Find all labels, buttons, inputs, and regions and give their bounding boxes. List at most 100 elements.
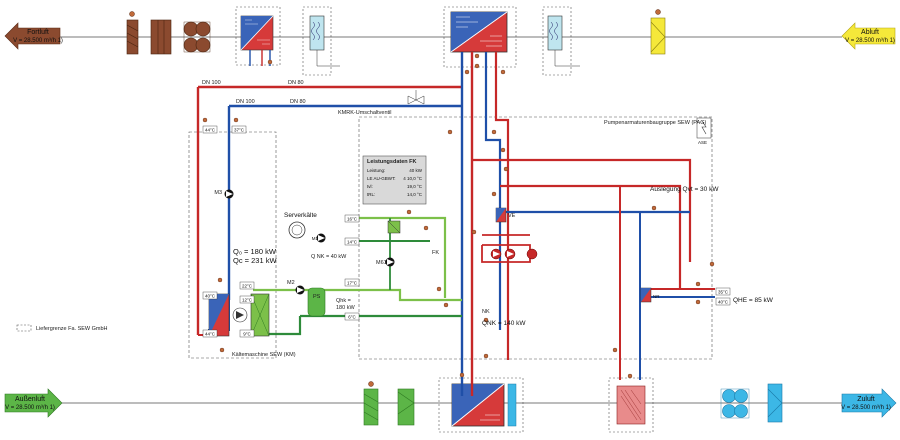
- temp-tag-37: 37°C: [234, 128, 245, 133]
- filter-box-top-right: [542, 6, 572, 76]
- aussenluft-volume: V = 28.500 m³/h 1): [5, 405, 55, 411]
- temp-tag-22: 22°C: [242, 284, 253, 289]
- m2-label: M2: [287, 280, 295, 286]
- heat-exchanger-bottom: [451, 383, 517, 427]
- info-row-3-value: 14,0 °C: [407, 192, 423, 197]
- info-row-0-label: Leistung:: [367, 168, 385, 173]
- pipe-label-dn100-a: DN 100: [202, 80, 221, 86]
- info-row-1-value: 4 10,0 °C: [403, 176, 423, 181]
- wrg-box-top-left: [235, 6, 281, 66]
- q-nk-label: Q NK = 40 kW: [311, 254, 347, 260]
- km-group-label: Kältemaschine SEW (KM): [232, 352, 296, 358]
- reheater-coil: [616, 385, 646, 425]
- fk-label: FK: [432, 250, 439, 256]
- pag-pumps-icon: [490, 248, 538, 260]
- info-row-1-label: LE AU-GBWT:: [367, 176, 396, 181]
- fortluft-volume: V = 28.500 m³/h 1): [13, 38, 63, 44]
- nk-label: NK: [482, 309, 490, 315]
- fk-exchanger: [387, 220, 401, 234]
- qhk-value: 180 kW: [336, 305, 355, 311]
- kmrk-switch-valve: [407, 90, 425, 105]
- pump-m61-icon: [385, 257, 395, 267]
- zuluft-volume: V = 28.500 m³/h 1): [841, 405, 891, 411]
- pump-m3-icon: [224, 189, 234, 199]
- pag-group-box: [358, 116, 713, 360]
- pipe-label-dn80-a: DN 80: [288, 80, 304, 86]
- pipe-red-right-mid: [500, 184, 682, 290]
- supply-silencer: [767, 383, 783, 423]
- qhe-label: QHE = 85 kW: [733, 297, 774, 304]
- auslegung-label: Auslegung Qvt = 30 kW: [650, 186, 719, 193]
- reheater-box: [608, 377, 654, 433]
- km-group-box: [188, 131, 277, 359]
- m61-label: M61: [376, 260, 387, 266]
- exhaust-damper: [126, 11, 139, 55]
- qhk-label: Qhk =: [336, 298, 351, 304]
- info-row-2-value: 19,0 °C: [407, 184, 423, 189]
- pipe-label-dn80-b: DN 80: [290, 99, 306, 105]
- temp-tag-9: 9°C: [243, 332, 251, 337]
- wrg-box-bottom: [438, 377, 524, 433]
- serverkaelte-label: Serverkälte: [284, 212, 317, 219]
- pipe-blue-right-vertical: [484, 52, 502, 330]
- temp-tags: 44°C 37°C 16°C 14°C 17°C 6°C 22°C 12°C 4…: [202, 125, 731, 338]
- temp-tag-40: 40°C: [205, 294, 216, 299]
- abluft-filter: [547, 15, 580, 67]
- temp-tag-17: 17°C: [347, 281, 358, 286]
- temp-tag-16: 16°C: [347, 217, 358, 222]
- m1-label: M1: [312, 236, 319, 241]
- filter-box-top: [302, 6, 332, 76]
- temp-tag-14: 14°C: [347, 240, 358, 245]
- nr-exchanger: [640, 287, 652, 303]
- ase-label: ASE: [698, 140, 707, 145]
- info-row-3-label: tRL:: [367, 192, 375, 197]
- valve-label: KMRK-Umschaltventil: [338, 110, 391, 116]
- aussenluft-filter: [397, 388, 415, 426]
- aussenluft-arrow: Außenluft V = 28.500 m³/h 1): [4, 388, 63, 418]
- wrg-box-top-center: [443, 6, 517, 68]
- ase-panel: [696, 117, 712, 139]
- info-row-2-label: tvl:: [367, 184, 373, 189]
- ve-exchanger: [495, 207, 507, 223]
- pump-m2-icon: [295, 285, 305, 295]
- km-evaporator: [208, 293, 270, 337]
- qnk140-label: QNK = 140 kW: [482, 320, 526, 327]
- ve-label: VE: [508, 213, 516, 219]
- m3-label: M3: [214, 190, 222, 196]
- lightning-icon: [701, 120, 707, 135]
- pipe-wrg-top-left: [249, 50, 271, 66]
- fortluft-title: Fortluft: [27, 29, 49, 36]
- nr-label: NR: [653, 294, 660, 299]
- zuluft-title: Zuluft: [857, 396, 875, 403]
- fortluft-arrow: Fortluft V = 28.500 m³/h 1): [4, 22, 63, 50]
- abluft-title: Abluft: [861, 29, 879, 36]
- legend-label: Liefergrenze Fa. SEW GmbH: [36, 326, 108, 332]
- temp-tag-r40: 40°C: [718, 300, 729, 305]
- pipe-red-right-upper: [472, 158, 692, 262]
- exhaust-silencer: [150, 19, 172, 55]
- pipe-green-mid: [253, 288, 462, 302]
- aussenluft-title: Außenluft: [15, 396, 45, 403]
- info-box-title: Leistungsdaten FK: [367, 159, 417, 165]
- legend: Liefergrenze Fa. SEW GmbH: [16, 324, 108, 332]
- pipe-green-upper: [350, 216, 447, 298]
- qc-label: Qc = 231 kW: [233, 256, 277, 265]
- aussenluft-damper: [363, 381, 379, 426]
- pag-group-label: Pumpenarmaturenbaugruppe SEW (PAG): [604, 120, 706, 126]
- exhaust-filter: [309, 15, 340, 67]
- temp-tag-44-top: 44°C: [205, 128, 216, 133]
- pipe-label-dn100-b: DN 100: [236, 99, 255, 105]
- heat-pump-exchanger-top: [450, 11, 508, 53]
- abluft-arrow: Abluft V = 28.500 m³/h 1): [841, 22, 896, 50]
- abluft-volume: V = 28.500 m³/h 1): [845, 38, 895, 44]
- server-cooling-icon: [288, 221, 306, 239]
- supply-fan-icon: [720, 388, 750, 419]
- temp-tag-r35: 35°C: [718, 290, 729, 295]
- zuluft-arrow: Zuluft V = 28.500 m³/h 1): [841, 388, 897, 418]
- abluft-damper: [650, 9, 666, 55]
- sensor-dots: [202, 53, 715, 379]
- info-row-0-value: 40 kW: [409, 168, 423, 173]
- exhaust-fan-icon: [183, 21, 211, 53]
- pipe-red-pump-loop: [481, 244, 531, 263]
